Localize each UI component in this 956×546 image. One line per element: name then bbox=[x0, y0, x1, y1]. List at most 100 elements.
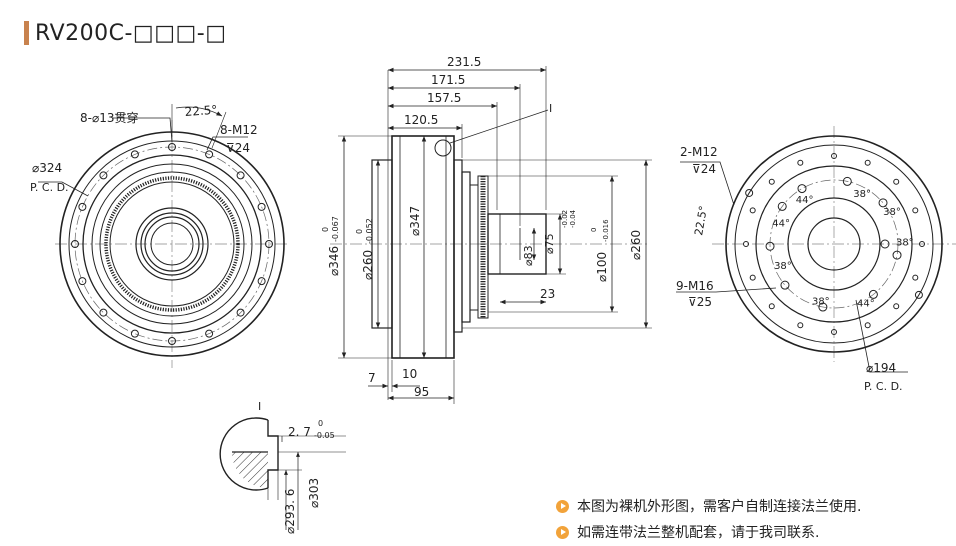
dia-346-group: ⌀346 0 -0.067 bbox=[321, 216, 341, 276]
rear-outer-circle bbox=[725, 135, 943, 353]
edge-hole bbox=[797, 322, 804, 329]
main-body bbox=[391, 135, 455, 359]
edge-hole bbox=[912, 207, 919, 214]
svg-text:0: 0 bbox=[590, 228, 598, 232]
tapped-hole bbox=[892, 250, 902, 260]
dim-1: 171.5 bbox=[431, 73, 465, 87]
dim-23: 23 bbox=[540, 287, 555, 301]
bolt-hole bbox=[265, 240, 273, 248]
dia-260-right: ⌀260 bbox=[629, 230, 643, 260]
dim-7: 7 bbox=[368, 371, 376, 385]
svg-text:⌀260: ⌀260 bbox=[361, 250, 375, 280]
drawing-title: RV200C-□□□-□ bbox=[24, 18, 227, 48]
bolt-hole bbox=[78, 277, 87, 286]
edge-hole bbox=[749, 274, 756, 281]
dia-347: ⌀347 bbox=[408, 206, 422, 236]
bolt-hole bbox=[168, 337, 176, 345]
rear-pcd-label: P. C. D. bbox=[864, 380, 903, 393]
bolt-hole bbox=[236, 308, 245, 317]
detail-dim-27-group: 2. 7 0 -0.05 bbox=[288, 419, 335, 440]
tapped-hole bbox=[818, 302, 828, 312]
notes-list: 本图为裸机外形图，需客户自制连接法兰使用. 如需连带法兰整机配套，请于我司联系. bbox=[556, 493, 861, 545]
front-hole-note: 8-⌀13贯穿 bbox=[80, 110, 138, 125]
play-bullet-icon bbox=[556, 499, 569, 513]
edge-hole bbox=[768, 303, 775, 310]
svg-text:⌀75: ⌀75 bbox=[543, 233, 556, 254]
edge-hole bbox=[919, 241, 925, 247]
side-view bbox=[330, 66, 652, 404]
model-title: RV200C-□□□-□ bbox=[35, 20, 227, 46]
svg-text:-0.02: -0.02 bbox=[561, 210, 569, 228]
rear-thread-1: 2-M12 bbox=[680, 145, 718, 159]
bolt-hole bbox=[99, 171, 108, 180]
note-item: 如需连带法兰整机配套，请于我司联系. bbox=[556, 519, 861, 545]
tapped-hole bbox=[914, 290, 923, 299]
rear-view bbox=[676, 126, 956, 373]
dim-95: 95 bbox=[414, 385, 429, 399]
note-item: 本图为裸机外形图，需客户自制连接法兰使用. bbox=[556, 493, 861, 519]
svg-text:⌀346: ⌀346 bbox=[327, 246, 341, 276]
bolt-hole bbox=[78, 202, 87, 211]
detail-view bbox=[219, 417, 346, 530]
output-shaft bbox=[487, 213, 547, 275]
front-angle: 22.5° bbox=[184, 103, 218, 119]
dim-10: 10 bbox=[402, 367, 417, 381]
tapped-hole bbox=[780, 280, 790, 290]
bolt-hole bbox=[130, 329, 139, 338]
tapped-hole bbox=[797, 184, 807, 194]
edge-hole bbox=[864, 159, 871, 166]
gear-teeth bbox=[104, 176, 240, 312]
bolt-hole bbox=[99, 308, 108, 317]
front-pcd-label: P. C. D. bbox=[30, 181, 69, 194]
title-accent-bar bbox=[24, 21, 29, 45]
svg-text:⌀100: ⌀100 bbox=[595, 252, 609, 282]
dia-75-group: ⌀75 -0.02 -0.04 bbox=[543, 209, 577, 254]
svg-text:-0.052: -0.052 bbox=[365, 218, 374, 244]
edge-hole bbox=[743, 241, 749, 247]
note-text: 本图为裸机外形图，需客户自制连接法兰使用. bbox=[577, 499, 862, 515]
bolt-hole bbox=[257, 202, 266, 211]
rear-angle-22: 22.5° bbox=[692, 205, 710, 237]
edge-hole bbox=[749, 207, 756, 214]
rear-holes bbox=[743, 153, 925, 335]
front-thread-depth: ⊽24 bbox=[226, 141, 250, 155]
bolt-hole bbox=[71, 240, 79, 248]
rear-angle-label: 38° bbox=[853, 189, 871, 200]
svg-text:-0.067: -0.067 bbox=[331, 216, 340, 242]
edge-hole bbox=[893, 178, 900, 185]
svg-text:-0.016: -0.016 bbox=[602, 219, 610, 242]
front-holes bbox=[71, 143, 273, 345]
bolt-hole bbox=[205, 329, 214, 338]
dim-2: 157.5 bbox=[427, 91, 461, 105]
svg-text:0: 0 bbox=[355, 229, 364, 234]
rear-thread-2: 9-M16 bbox=[676, 279, 714, 293]
tapped-hole bbox=[880, 239, 890, 249]
bolt-hole bbox=[257, 277, 266, 286]
edge-hole bbox=[768, 178, 775, 185]
edge-hole bbox=[893, 303, 900, 310]
rear-pcd-value: ⌀194 bbox=[866, 361, 896, 375]
tapped-hole bbox=[842, 176, 852, 186]
rear-angle-label: 44° bbox=[772, 218, 790, 229]
dia-260-left-group: ⌀260 0 -0.052 bbox=[355, 218, 375, 280]
svg-text:-0.04: -0.04 bbox=[569, 209, 577, 228]
rear-angle-label: 44° bbox=[796, 195, 814, 206]
bolt-hole bbox=[205, 150, 214, 159]
rear-thread-2-depth: ⊽25 bbox=[688, 295, 712, 309]
bolt-hole bbox=[236, 171, 245, 180]
svg-text:0: 0 bbox=[321, 227, 330, 232]
dim-total: 231.5 bbox=[447, 55, 481, 69]
rear-angle-label: 38° bbox=[896, 238, 914, 249]
svg-text:0: 0 bbox=[318, 419, 323, 428]
play-bullet-icon bbox=[556, 525, 569, 539]
rear-angle-label: 38° bbox=[812, 296, 830, 307]
detail-label: I bbox=[258, 400, 261, 413]
svg-text:2. 7: 2. 7 bbox=[288, 425, 311, 439]
tapped-hole bbox=[745, 188, 754, 197]
bolt-hole bbox=[130, 150, 139, 159]
dia-83: ⌀83 bbox=[522, 245, 535, 266]
front-view bbox=[38, 104, 290, 368]
tapped-hole bbox=[777, 201, 787, 211]
tapped-hole bbox=[765, 241, 775, 251]
